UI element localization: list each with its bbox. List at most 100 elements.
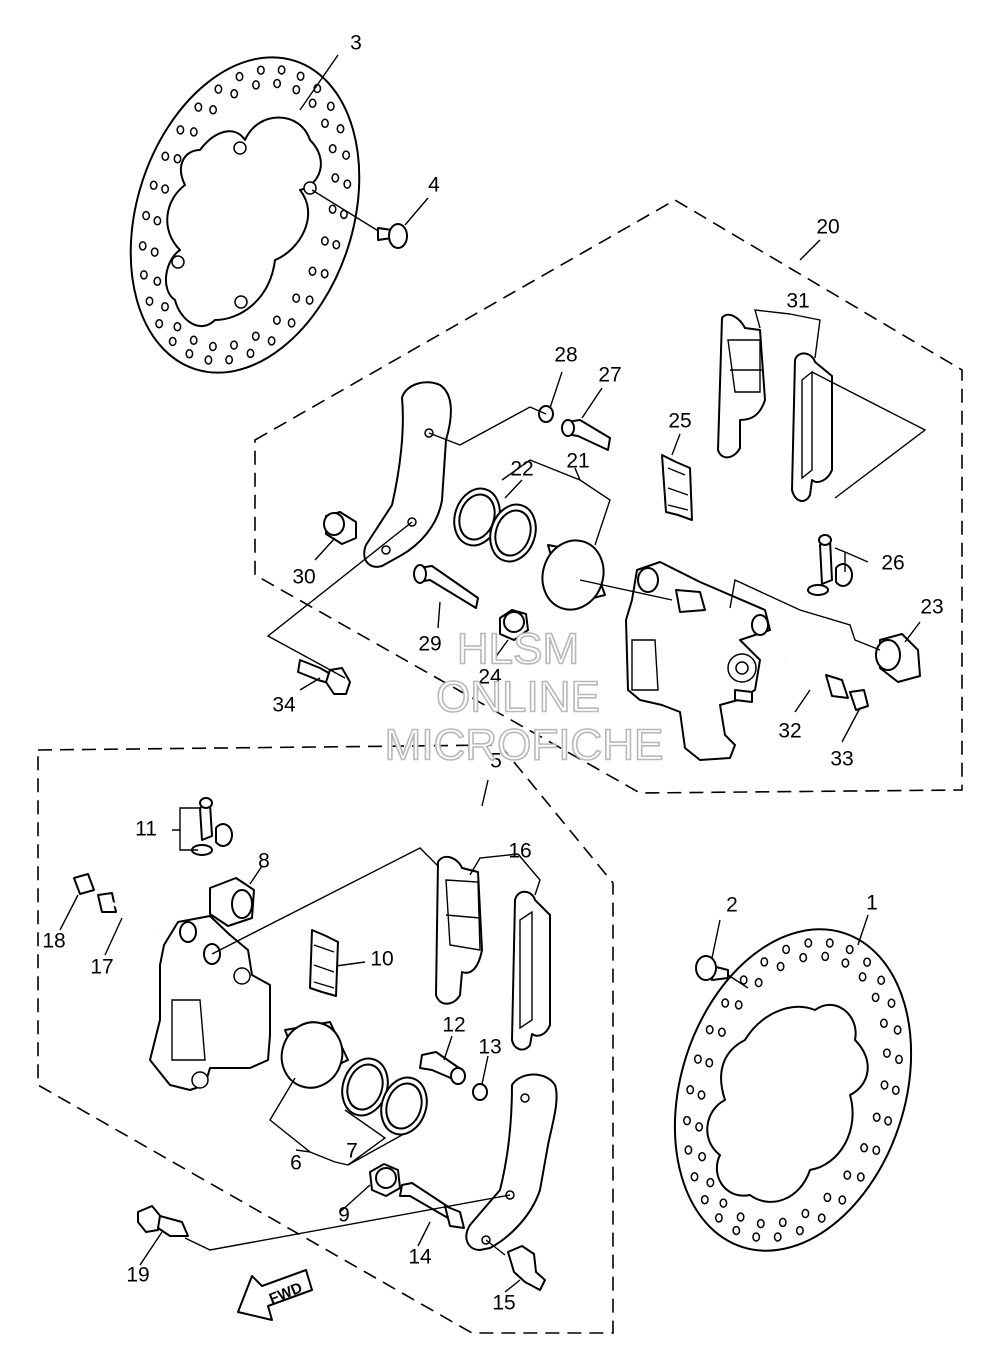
vent-hole [343,179,352,189]
pad-spring-25 [661,454,693,521]
vent-hole [799,952,808,963]
vent-hole [782,944,791,955]
disc-vent-holes-lower [683,938,903,1242]
vent-hole [895,1054,903,1065]
vent-hole [804,938,813,948]
vent-hole [246,348,255,359]
bleed-screw-11 [191,797,233,856]
vent-hole [168,336,177,347]
vent-hole [887,998,896,1008]
vent-hole [693,1054,702,1064]
pad-spring-10 [309,929,339,997]
vent-hole [880,1080,889,1090]
vent-hole [331,173,340,183]
vent-hole [721,998,730,1008]
vent-hole [706,1177,715,1188]
piston-seal-7b [380,1076,428,1136]
piston-seal-22a [453,487,501,547]
boot-24 [499,609,529,641]
vent-hole [267,336,276,346]
vent-hole [292,293,301,303]
vent-hole [321,118,329,129]
caliper-body-upper [625,561,771,761]
vent-hole [817,1213,826,1223]
vent-hole [697,1090,706,1100]
vent-hole [138,241,147,251]
vent-hole [719,1198,728,1208]
label-part-15: 15 [492,1292,515,1315]
piston-seal-7a [341,1057,389,1117]
label-part-11: 11 [135,818,157,841]
label-part-25: 25 [668,410,691,433]
label-part-21: 21 [566,450,589,473]
vent-hole [863,957,872,967]
brake-pad-16a [435,855,483,1005]
vent-hole [734,1000,743,1010]
label-part-30: 30 [292,566,315,589]
vent-hole [845,944,854,955]
caliper-body-lower [149,915,271,1091]
vent-hole [795,1225,804,1236]
vent-hole [326,101,335,112]
vent-hole [776,961,785,972]
brake-pad-31a [717,313,766,459]
vent-hole [189,335,198,346]
vent-hole [273,78,282,89]
vent-hole [695,1122,704,1132]
label-part-33: 33 [830,748,853,771]
disc-vent-holes-upper [138,65,352,365]
vent-hole [176,125,185,135]
pin-17 [97,892,161,932]
vent-hole [684,1145,693,1155]
watermark-line-2: ONLINE [436,673,600,722]
leader-lines [59,54,921,1293]
label-part-5: 5 [490,750,502,773]
vent-hole [705,1058,714,1068]
vent-hole [778,1217,787,1228]
label-part-8: 8 [258,850,270,873]
disc-bolt-4 [311,189,408,249]
vent-hole [884,1116,893,1126]
vent-hole [225,355,234,365]
vent-hole [153,276,162,287]
vent-hole [698,1151,707,1162]
vent-hole [149,180,158,191]
vent-hole [173,321,182,332]
vent-hole [821,951,830,962]
label-part-6: 6 [290,1152,302,1175]
vent-hole [320,236,329,246]
vent-hole [756,1218,765,1229]
part-labels: 3 4 20 31 28 27 25 22 21 26 30 23 29 24 … [42,32,943,1315]
label-part-9: 9 [338,1204,350,1227]
vent-hole [893,1025,902,1035]
vent-hole [882,1048,891,1058]
bolt-19 [137,1205,189,1237]
vent-hole [161,184,170,194]
vent-hole [754,977,763,988]
vent-hole [891,1085,900,1095]
label-part-24: 24 [478,666,502,689]
watermark-line-3: MICROFICHE [385,721,664,770]
bolt-34 [297,659,351,695]
vent-hole [732,1225,741,1236]
vent-hole [204,355,213,365]
vent-hole [871,992,880,1003]
vent-hole [185,349,194,359]
vent-hole [801,1208,810,1219]
vent-hole [843,1170,852,1180]
vent-hole [153,216,162,226]
pin-bolt-14 [399,1182,465,1229]
vent-hole [752,1232,761,1242]
vent-hole [230,340,238,350]
pin-32 [784,656,849,699]
disc-bolt-2 [695,955,749,989]
label-part-23: 23 [920,596,943,619]
vent-hole [690,1172,699,1182]
brake-disc-upper [129,56,361,374]
vent-hole [173,154,182,164]
vent-hole [856,1172,865,1182]
bolt-15 [507,1245,546,1291]
vent-hole [161,151,170,162]
vent-hole [155,318,164,329]
pin-bolt-12 [419,1051,466,1085]
